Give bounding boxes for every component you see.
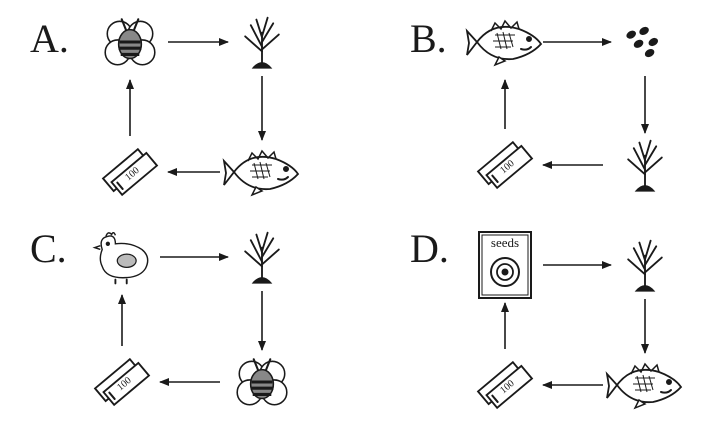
bee-on-flower-icon	[235, 357, 289, 407]
option-c: C. 100	[30, 226, 289, 409]
option-b: B. 100	[410, 16, 663, 193]
option-a: A. 100	[30, 16, 299, 199]
fish-icon	[466, 20, 542, 66]
seed-packet-label: seeds	[491, 235, 519, 250]
option-label: A.	[30, 16, 69, 61]
money-icon: 100	[476, 358, 534, 412]
money-icon: 100	[101, 145, 159, 199]
seeds-icon	[625, 25, 660, 59]
money-icon: 100	[93, 355, 151, 409]
fish-icon	[223, 150, 299, 196]
option-label: D.	[410, 226, 449, 271]
chicken-icon	[93, 231, 149, 285]
money-icon: 100	[476, 138, 534, 192]
plant-icon	[627, 139, 663, 193]
option-d: D. seeds 100	[410, 226, 682, 412]
plant-icon	[244, 231, 280, 285]
plant-icon	[244, 16, 280, 70]
seed-packet-icon: seeds	[477, 230, 533, 300]
option-label: B.	[410, 16, 447, 61]
bee-on-flower-icon	[103, 17, 157, 67]
plant-icon	[627, 239, 663, 293]
fish-icon	[606, 363, 682, 409]
option-label: C.	[30, 226, 67, 271]
